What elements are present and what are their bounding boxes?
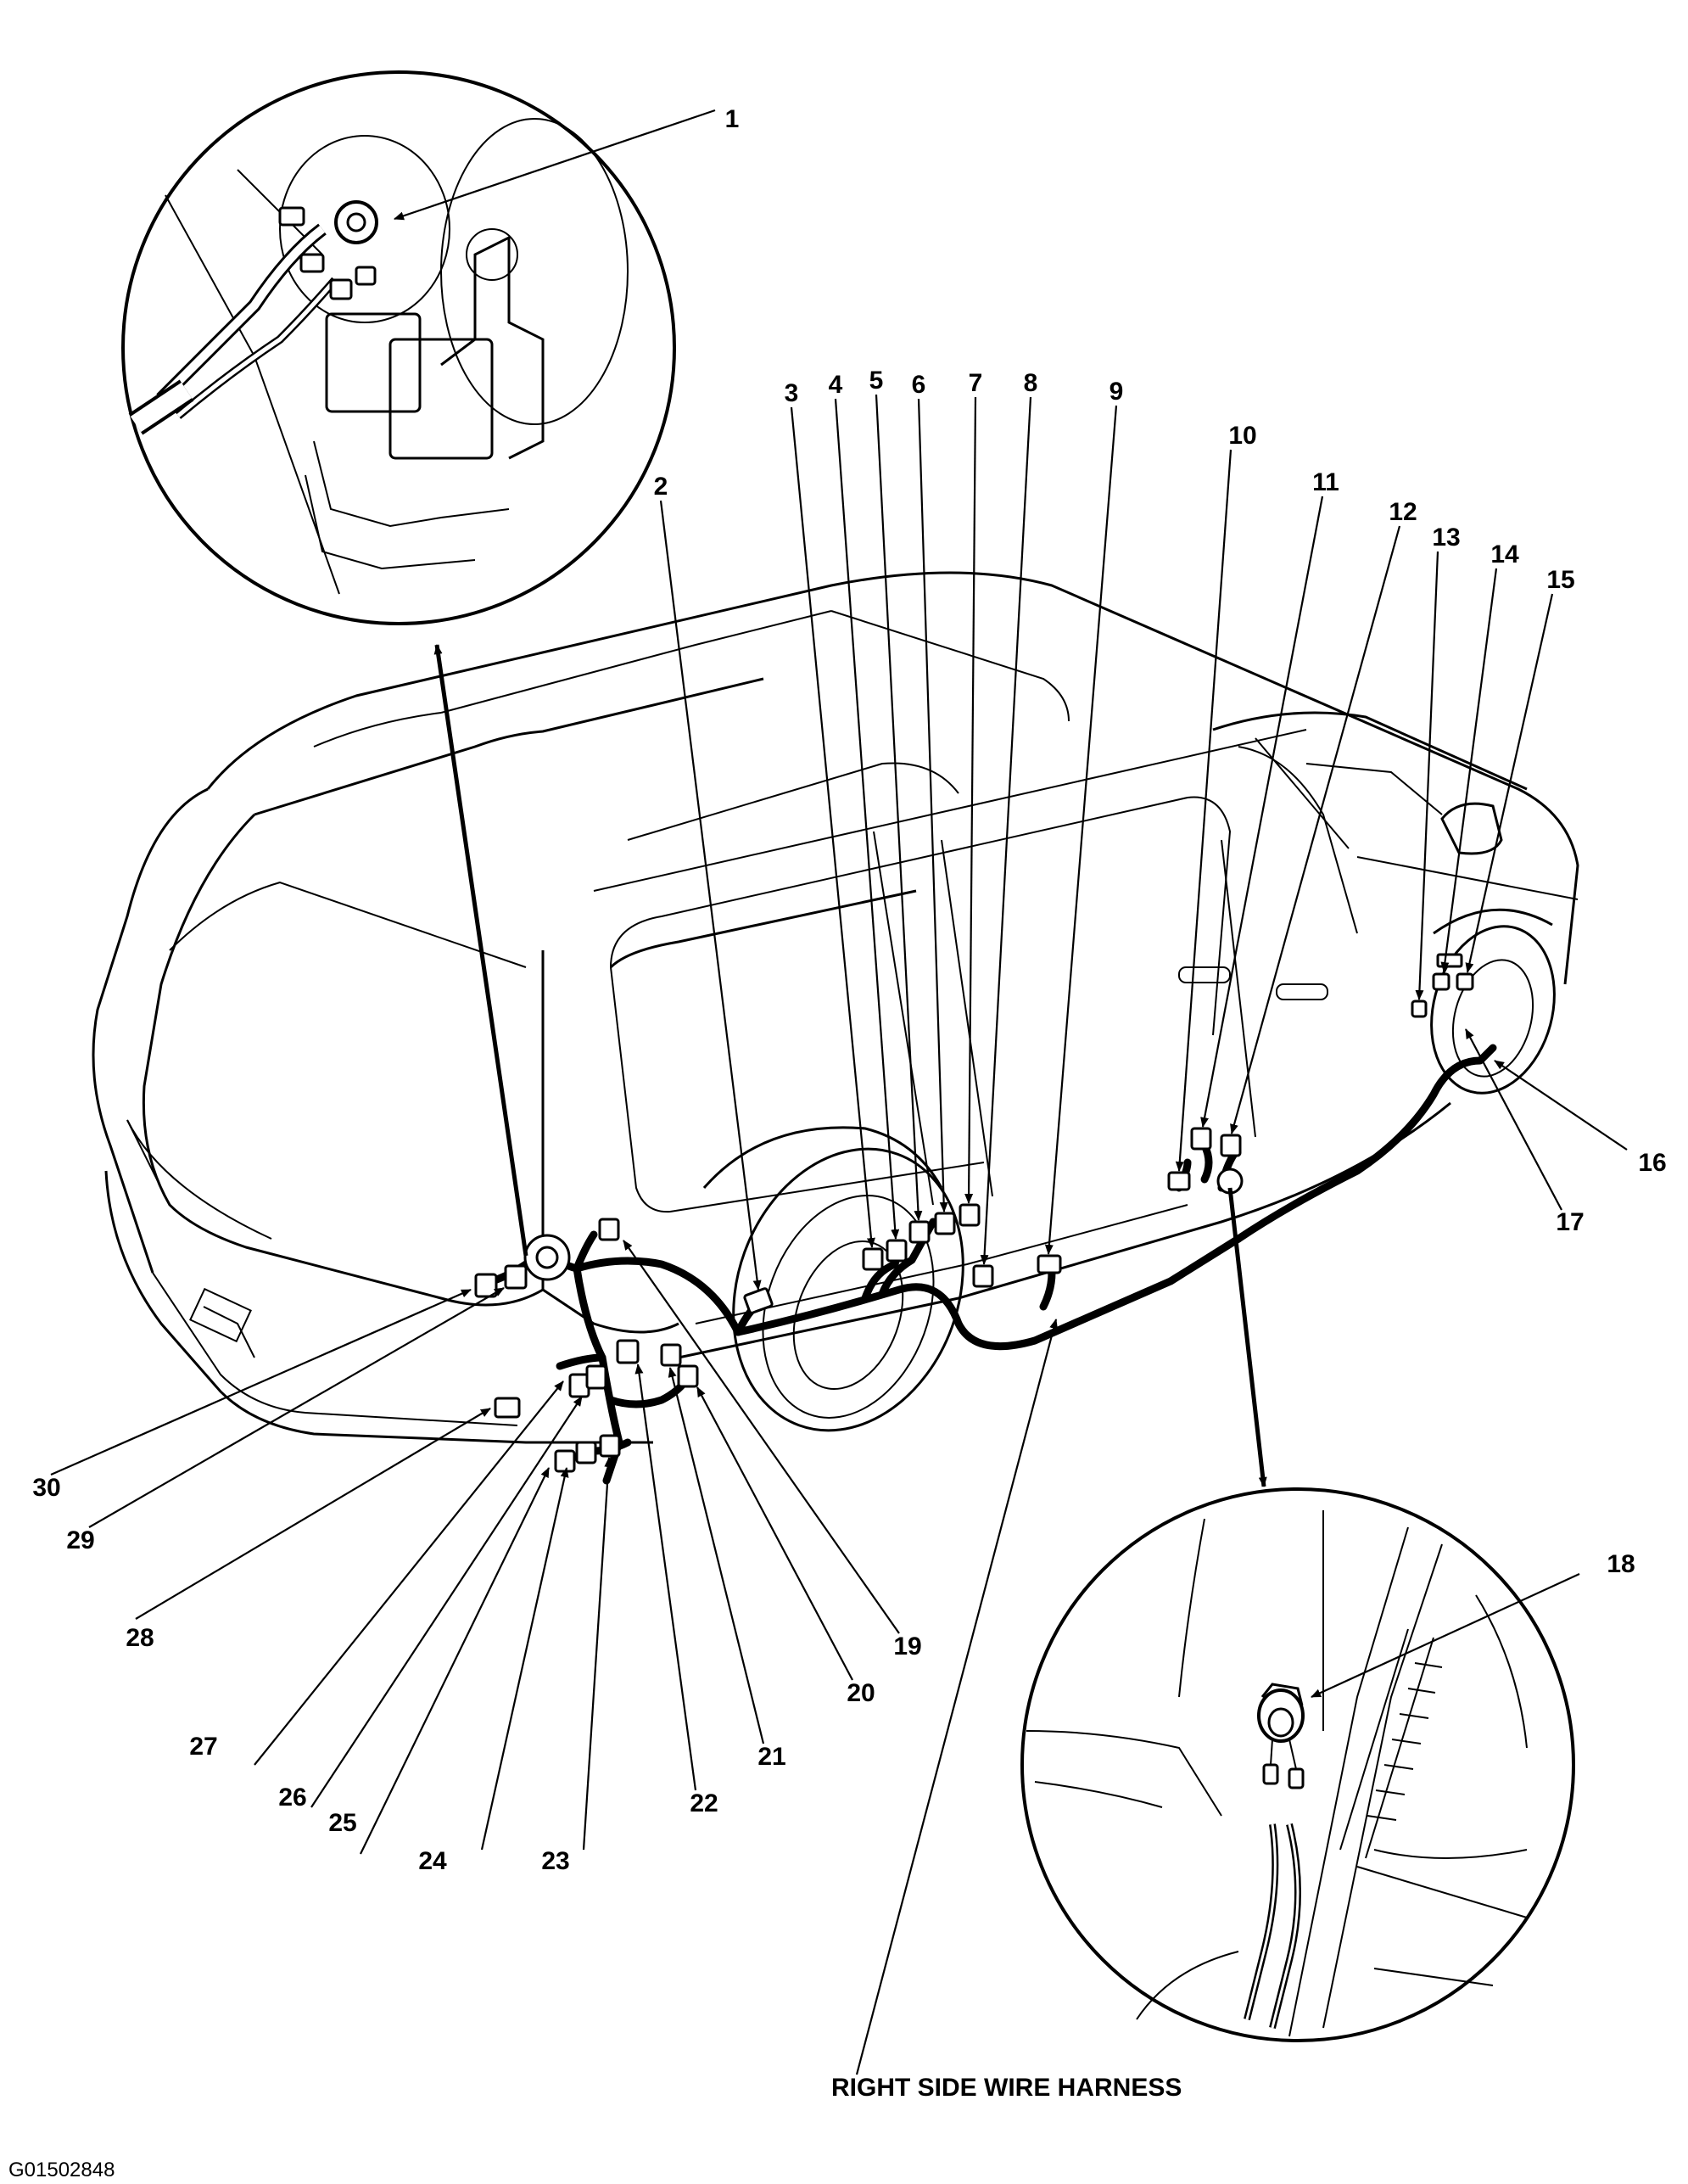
callout-30: 30 bbox=[32, 1474, 60, 1502]
callout-11: 11 bbox=[1312, 468, 1339, 496]
callout-21: 21 bbox=[757, 1743, 785, 1771]
callout-6: 6 bbox=[912, 371, 926, 399]
callout-10: 10 bbox=[1228, 422, 1256, 450]
connectors bbox=[474, 953, 1474, 1473]
callout-27: 27 bbox=[189, 1733, 217, 1761]
callout-22: 22 bbox=[690, 1789, 718, 1817]
callout-19: 19 bbox=[893, 1632, 921, 1660]
callout-3: 3 bbox=[785, 379, 799, 407]
diagram-title: RIGHT SIDE WIRE HARNESS bbox=[831, 2074, 1182, 2102]
callout-29: 29 bbox=[66, 1526, 94, 1554]
detail-view-top bbox=[121, 70, 676, 625]
callout-9: 9 bbox=[1109, 378, 1124, 406]
callout-28: 28 bbox=[126, 1624, 154, 1652]
callout-7: 7 bbox=[969, 369, 983, 397]
callout-12: 12 bbox=[1389, 498, 1417, 526]
callout-15: 15 bbox=[1546, 566, 1574, 594]
leader-lines bbox=[50, 109, 1628, 2075]
callout-1: 1 bbox=[725, 105, 740, 133]
vehicle-outline bbox=[92, 571, 1579, 1444]
callout-4: 4 bbox=[829, 371, 843, 399]
detail-arrows bbox=[433, 644, 1267, 1487]
callout-17: 17 bbox=[1556, 1208, 1584, 1236]
callout-5: 5 bbox=[869, 367, 884, 395]
callout-2: 2 bbox=[654, 473, 668, 501]
callout-numbers: 1 2 3 4 5 6 7 8 9 10 11 12 13 14 15 16 1… bbox=[32, 105, 1666, 1875]
callout-13: 13 bbox=[1432, 524, 1460, 552]
figure-code: G01502848 bbox=[8, 2159, 115, 2181]
callout-20: 20 bbox=[847, 1679, 875, 1707]
callout-23: 23 bbox=[541, 1847, 569, 1875]
callout-16: 16 bbox=[1638, 1149, 1666, 1177]
detail-view-bottom bbox=[1020, 1487, 1575, 2042]
callout-24: 24 bbox=[418, 1847, 447, 1875]
callout-14: 14 bbox=[1490, 540, 1519, 568]
callout-8: 8 bbox=[1024, 369, 1038, 397]
callout-18: 18 bbox=[1607, 1550, 1635, 1578]
callout-26: 26 bbox=[278, 1784, 306, 1812]
callout-25: 25 bbox=[328, 1809, 356, 1837]
